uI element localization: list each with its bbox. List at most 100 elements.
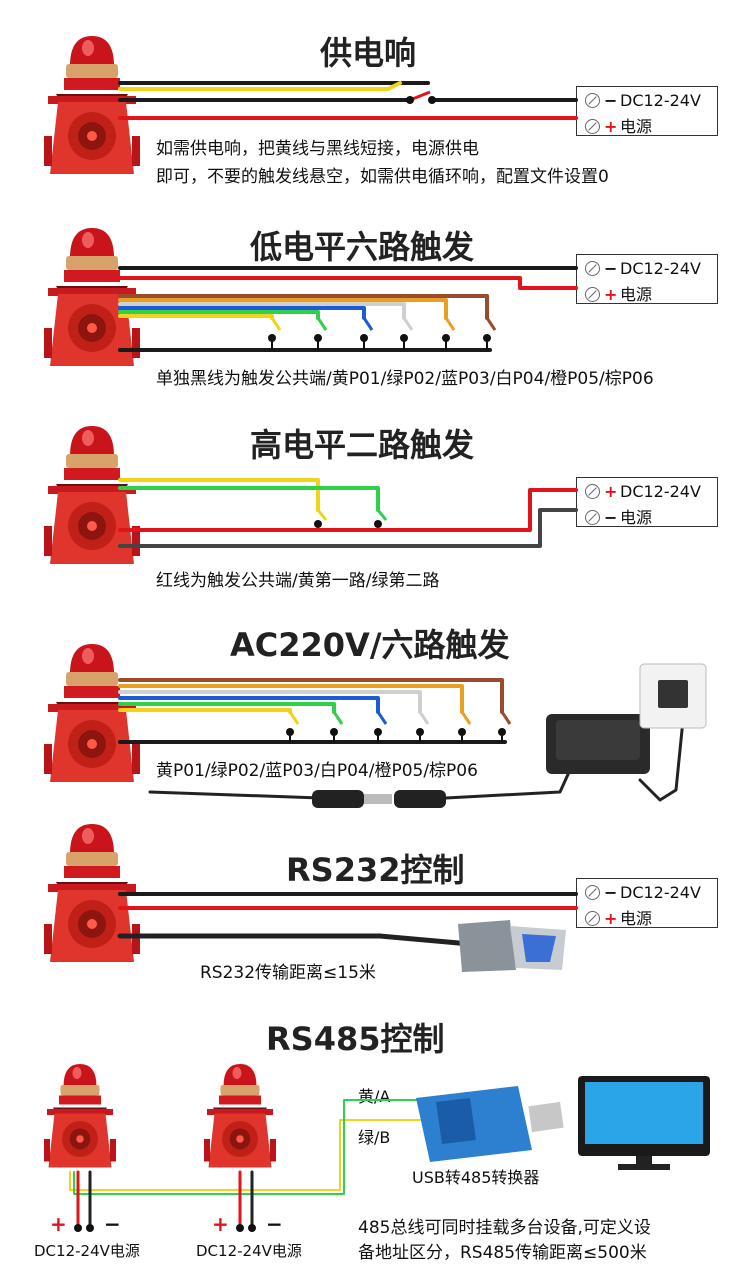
switch-icon [288, 711, 300, 725]
wire-cable [638, 708, 686, 802]
power-label-2: DC12-24V电源 [196, 1242, 302, 1260]
alarm-device-icon [44, 1064, 116, 1168]
wire-trigger [118, 696, 380, 714]
wire-red [118, 488, 578, 532]
terminal-box-rs232: −DC12-24V +电源 [576, 878, 718, 928]
power-adapter-face [556, 720, 640, 760]
switch-icon [376, 711, 388, 725]
wire-trigger [118, 684, 464, 714]
wire-trigger [118, 314, 274, 320]
section-title-power: 供电响 [320, 34, 417, 72]
wire-green [118, 486, 380, 512]
caption-ac220v: 黄P01/绿P02/蓝P03/白P04/橙P05/棕P06 [156, 761, 478, 781]
terminal-dot [236, 1224, 244, 1232]
terminal-dot [374, 520, 382, 528]
terminal-box-power: −DC12-24V +电源 [576, 86, 718, 136]
dc-plug-tip [364, 794, 392, 804]
screw-icon [585, 261, 600, 276]
wire-gray [118, 508, 578, 548]
dc-socket-icon [394, 790, 446, 808]
wire-red [118, 276, 578, 290]
wire-trigger [118, 306, 366, 320]
caption-power-line2: 即可，不要的触发线悬空，如需供电循环响，配置文件设置0 [156, 167, 609, 187]
caption-rs485-line2: 备地址区分，RS485传输距离≤500米 [358, 1243, 647, 1263]
wire-cable [148, 790, 322, 800]
switch-icon [316, 509, 328, 521]
wire-bus-b [73, 1099, 421, 1195]
terminal-dot [314, 520, 322, 528]
caption-power-line1: 如需供电响，把黄线与黑线短接，电源供电 [156, 139, 479, 159]
minus-label-2: − [266, 1212, 283, 1236]
switch-icon [376, 509, 388, 521]
screw-icon [585, 484, 600, 499]
caption-low-level: 单独黑线为触发公共端/黄P01/绿P02/蓝P03/白P04/橙P05/棕P06 [156, 369, 654, 389]
usb-plug-icon [528, 1101, 564, 1133]
section-title-rs485: RS485控制 [266, 1020, 445, 1058]
caption-high-level: 红线为触发公共端/黄第一路/绿第二路 [156, 571, 440, 591]
wire-trigger [118, 302, 406, 320]
alarm-device-icon [44, 36, 140, 174]
switch-icon [485, 317, 497, 331]
alarm-device-icon [44, 824, 140, 962]
wire-trigger [118, 678, 504, 714]
wire-trigger [118, 702, 336, 714]
wire-label-b: 绿/B [358, 1128, 391, 1147]
screw-icon [585, 911, 600, 926]
screw-icon [585, 885, 600, 900]
switch-icon [362, 317, 374, 331]
caption-rs485-line1: 485总线可同时挂载多台设备,可定义设 [358, 1218, 651, 1238]
monitor-neck [636, 1156, 652, 1166]
alarm-device-icon [44, 426, 140, 564]
section-title-low-level: 低电平六路触发 [250, 228, 475, 266]
switch-contact [428, 96, 436, 104]
switch-icon [418, 711, 430, 725]
monitor-base [618, 1164, 670, 1170]
screw-icon [585, 119, 600, 134]
wire-cable [117, 933, 473, 947]
converter-panel [436, 1098, 476, 1144]
wire-yellow [118, 478, 320, 512]
terminal-box-high-level: +DC12-24V −电源 [576, 477, 718, 527]
section-title-high-level: 高电平二路触发 [250, 426, 475, 464]
screw-icon [585, 287, 600, 302]
usb-converter-icon [416, 1086, 532, 1162]
alarm-device-icon [204, 1064, 276, 1168]
switch-icon [316, 317, 328, 331]
section-title-rs232: RS232控制 [286, 851, 465, 889]
monitor-screen [585, 1082, 703, 1144]
terminal-dot [74, 1224, 82, 1232]
plus-label-2: + [212, 1212, 229, 1236]
wire-bus-a [69, 1119, 421, 1191]
db9-pins [522, 934, 556, 962]
switch-icon [444, 317, 456, 331]
screw-icon [585, 93, 600, 108]
wire-label-a: 黄/A [358, 1087, 391, 1106]
wire-cable [444, 768, 572, 800]
caption-rs232: RS232传输距离≤15米 [200, 963, 376, 983]
db9-connector-icon [458, 920, 516, 972]
switch-icon [332, 711, 344, 725]
alarm-device-icon [44, 644, 140, 782]
terminal-dot [86, 1224, 94, 1232]
minus-label-1: − [104, 1212, 121, 1236]
plus-label-1: + [50, 1212, 67, 1236]
wall-socket-plug [658, 680, 688, 708]
terminal-box-low-level: −DC12-24V +电源 [576, 254, 718, 304]
wire-trigger [118, 310, 320, 320]
switch-icon [500, 711, 512, 725]
wire-trigger [118, 690, 422, 714]
converter-label: USB转485转换器 [412, 1168, 540, 1187]
alarm-device-icon [44, 228, 140, 366]
wire-trigger [118, 294, 489, 320]
wire-trigger [118, 298, 448, 320]
switch-icon [402, 317, 414, 331]
switch-contact [406, 96, 414, 104]
screw-icon [585, 510, 600, 525]
power-label-1: DC12-24V电源 [34, 1242, 140, 1260]
wire-trigger [118, 708, 292, 714]
dc-plug-icon [312, 790, 364, 808]
switch-icon [460, 711, 472, 725]
wire-yellow [118, 81, 402, 91]
section-title-ac220v: AC220V/六路触发 [230, 626, 510, 664]
